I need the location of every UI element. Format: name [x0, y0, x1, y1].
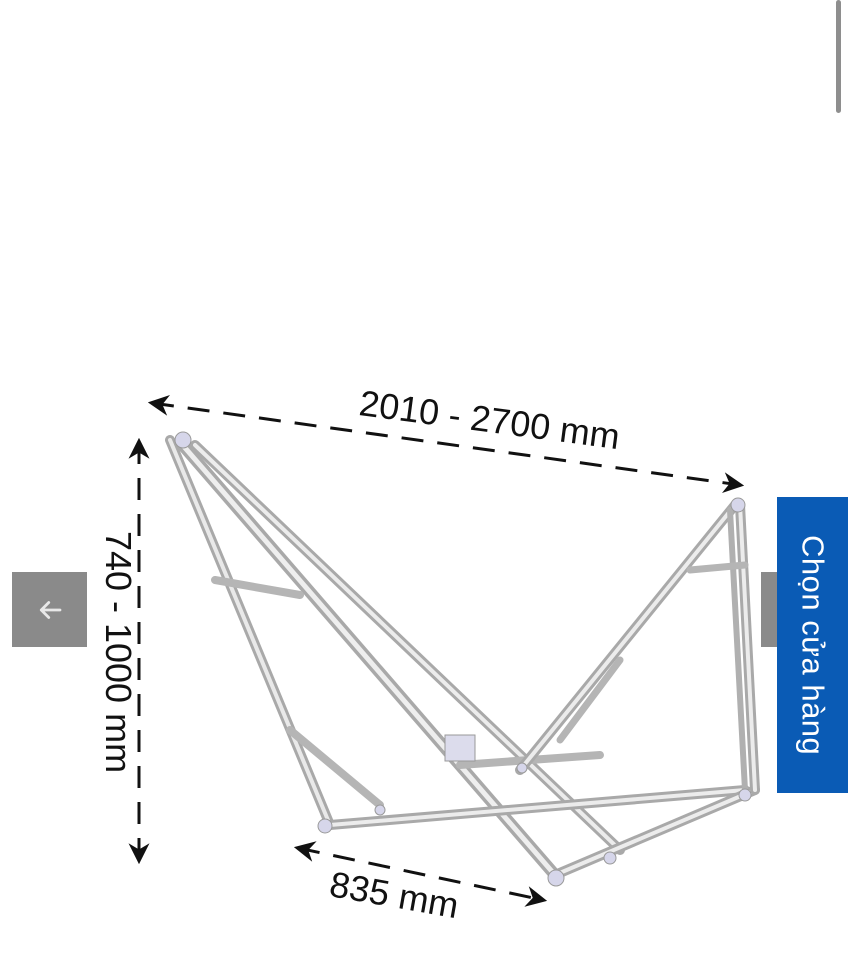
- height-label: 740 - 1000 mm: [98, 531, 139, 773]
- width-dimension-line: [293, 841, 548, 907]
- length-label: 2010 - 2700 mm: [357, 382, 622, 457]
- previous-image-button[interactable]: [12, 572, 87, 647]
- product-image: 2010 - 2700 mm 740 - 1000 mm 835 mm: [98, 382, 760, 926]
- hammock-frame: [165, 431, 760, 887]
- width-label: 835 mm: [327, 863, 462, 926]
- scrollbar[interactable]: [836, 0, 841, 113]
- next-image-button[interactable]: [761, 572, 781, 647]
- dimension-lines: [128, 394, 745, 907]
- choose-store-label: Chọn cửa hàng: [795, 534, 831, 756]
- arrow-left-icon: [39, 600, 61, 619]
- choose-store-button[interactable]: Chọn cửa hàng: [777, 497, 848, 793]
- length-dimension-line: [147, 394, 745, 494]
